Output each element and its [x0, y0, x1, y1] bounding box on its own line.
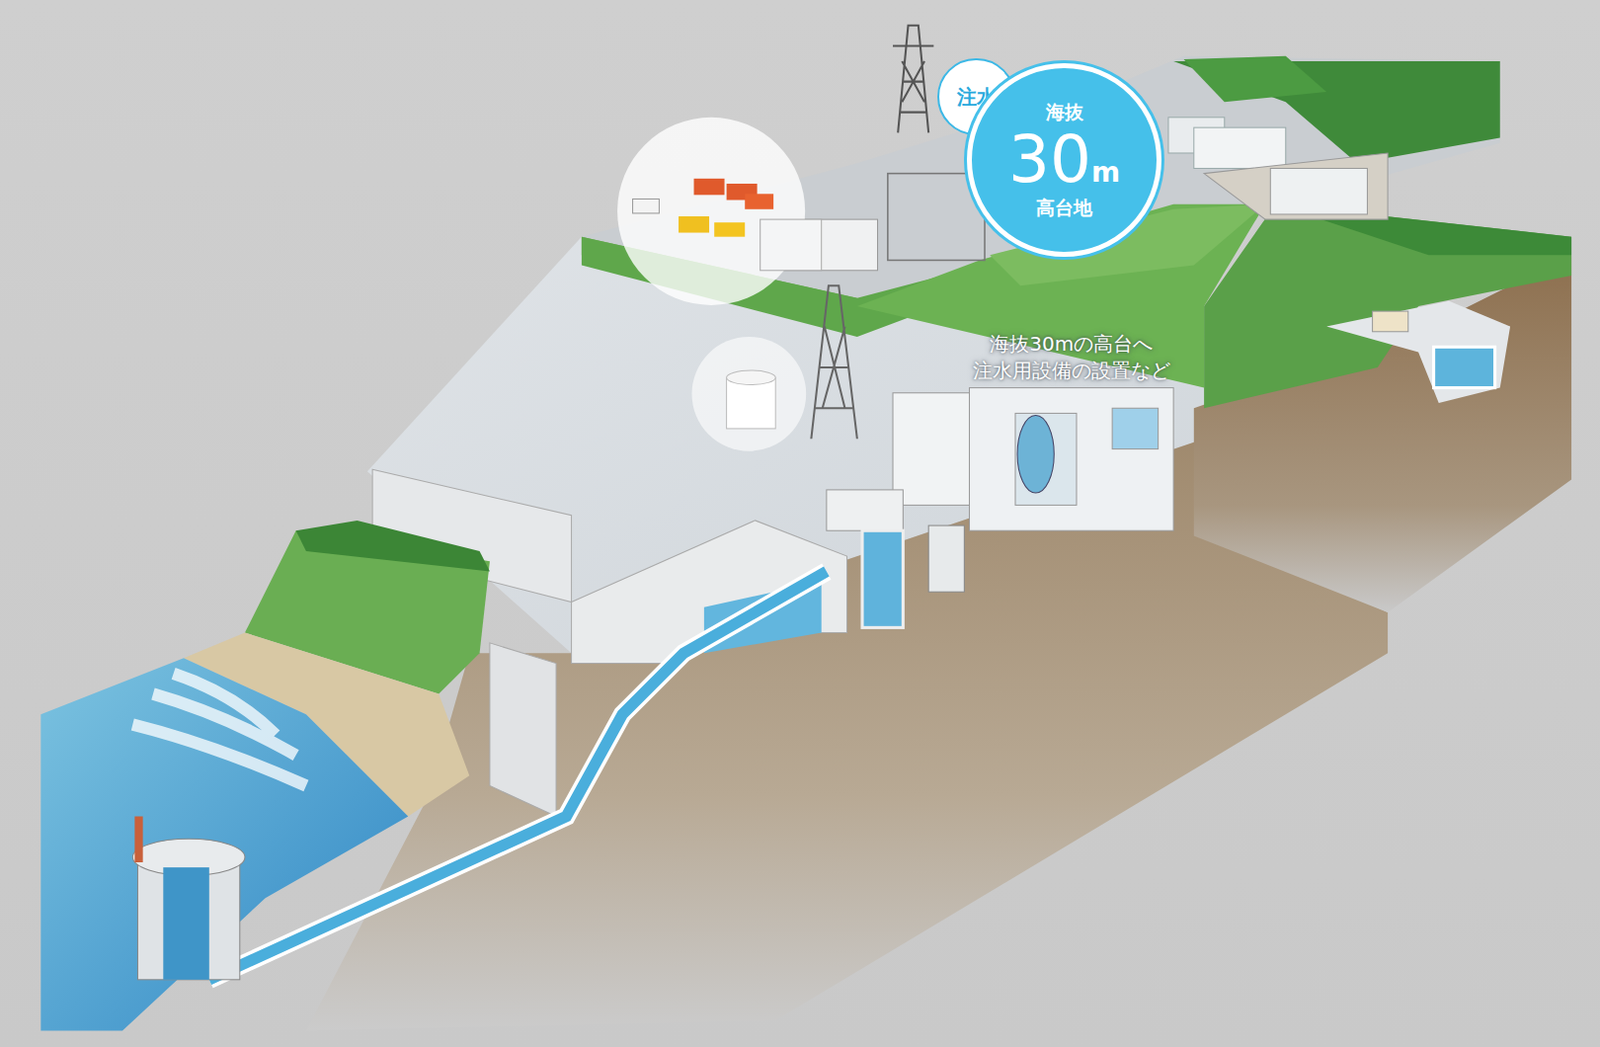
reactor-building-part — [892, 393, 975, 506]
number-row: 30m — [1008, 127, 1120, 193]
tank-callout — [691, 336, 806, 452]
upper-plateau-part — [1203, 204, 1572, 409]
vehicle-callout-part — [714, 222, 745, 237]
elevation-circle: 海抜 30m 高台地 — [966, 63, 1161, 257]
tank-callout-part — [691, 336, 806, 452]
sea-part — [132, 673, 307, 787]
reactor-building-part — [1017, 414, 1054, 493]
right-pit — [1326, 301, 1511, 403]
reactor-building-part — [1112, 407, 1158, 449]
left-hill-part — [296, 520, 490, 572]
right-pit-part — [1372, 311, 1409, 332]
transmission-tower-part — [892, 25, 934, 133]
water-tunnel-part — [209, 571, 827, 980]
vehicle-callout-part — [617, 117, 805, 306]
node-text: 30 — [1008, 127, 1092, 193]
seawall-and-intake-part — [489, 642, 557, 817]
right-pit-part — [1326, 301, 1511, 403]
vehicle-callout-part — [744, 193, 774, 209]
upper-buildings-part — [1194, 127, 1286, 168]
intake-structure — [132, 816, 245, 980]
intake-structure-part — [137, 857, 240, 980]
upper-buildings-part — [760, 219, 879, 271]
upper-buildings-part — [1203, 153, 1388, 220]
tank-callout-part — [726, 370, 777, 385]
sea-part — [40, 657, 408, 1031]
vehicle-callout — [617, 117, 822, 306]
vehicle-callout-part — [633, 198, 660, 213]
upper-plateau-part — [1183, 56, 1327, 102]
vehicle-callout-part — [760, 219, 822, 271]
vehicle-callout-part — [694, 178, 725, 196]
intake-structure-part — [134, 816, 143, 863]
reactor-building-part — [928, 525, 964, 592]
node-text: 海抜 — [1045, 102, 1084, 122]
tank-callout-part — [726, 377, 777, 429]
reactor-building — [826, 388, 1174, 629]
reactor-building-part — [862, 530, 903, 628]
reactor-building-part — [969, 388, 1175, 532]
transmission-tower-part — [810, 285, 857, 439]
right-pit-part — [1434, 346, 1496, 388]
water-tunnel-part — [209, 571, 827, 980]
reactor-building-part — [826, 489, 903, 531]
transmission-tower — [810, 25, 934, 439]
note-label: 海抜30mの高台へ 注水用設備の設置など — [928, 330, 1215, 385]
water-tunnel — [209, 571, 827, 980]
upper-buildings-part — [1270, 167, 1367, 214]
node-text: m — [1091, 159, 1120, 187]
node-text: 高台地 — [1036, 198, 1093, 218]
sea — [40, 657, 408, 1031]
reactor-building-part — [1015, 412, 1077, 505]
vehicle-callout-part — [678, 216, 710, 234]
intake-structure-part — [162, 867, 209, 980]
soil-layer — [306, 254, 1572, 1031]
